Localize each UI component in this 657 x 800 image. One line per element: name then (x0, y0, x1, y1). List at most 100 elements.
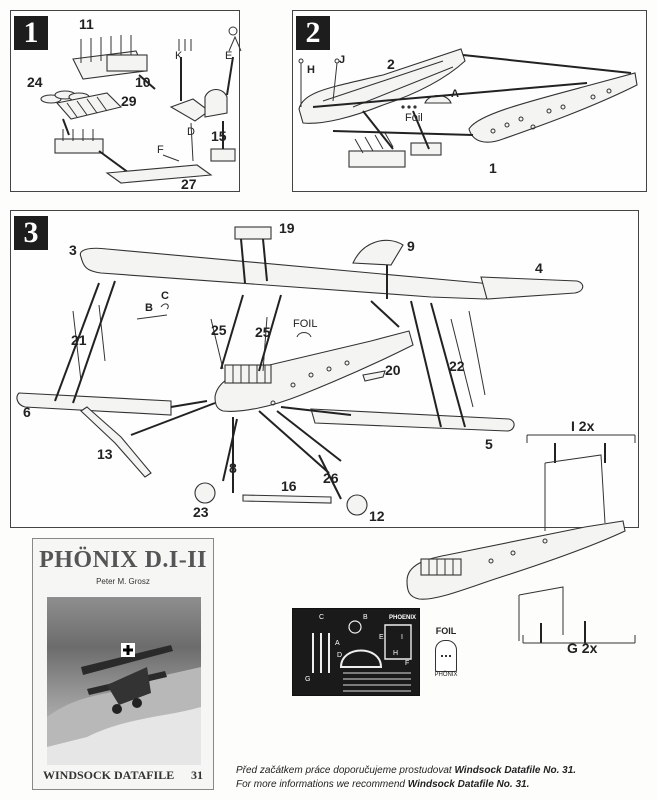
foil-brand: PHÖNIX (434, 672, 458, 678)
arrow-f (162, 154, 180, 162)
part-label-1: 1 (489, 160, 497, 176)
step-2-badge: 2 (296, 16, 330, 50)
photo-etch-brand: PHOENIX (389, 615, 416, 621)
step-1-panel: 1 11 10 24 29 27 (10, 10, 242, 192)
foil-title: FOIL (435, 626, 457, 636)
part-label-25a: 25 (211, 322, 227, 338)
foil-label-2: Foil (405, 112, 423, 124)
step-2-panel: 2 Foil A H J 2 1 (292, 10, 647, 192)
detail-label-g: G 2x (567, 640, 598, 656)
part-label-k: K (175, 50, 183, 62)
detail-holes (488, 538, 548, 564)
strut-22 (450, 310, 486, 408)
book-cover: PHÖNIX D.I-II Peter M. Grosz WINDSOCK DA… (32, 538, 214, 790)
part-label-3: 3 (69, 242, 77, 258)
part-label-23: 23 (193, 504, 209, 520)
arrow-3-25a (220, 294, 244, 370)
fret-letter-a: A (335, 640, 340, 647)
part-10-11-drawing (72, 35, 148, 80)
fret-letter-h: H (393, 650, 398, 657)
part-label-16: 16 (281, 478, 297, 494)
engine-block-drawing (54, 129, 104, 154)
strut-21 (72, 304, 106, 382)
book-title: PHÖNIX D.I-II (39, 547, 207, 573)
arrow-3-22b (430, 302, 466, 428)
arrow-24 (62, 118, 70, 136)
part-24-29-drawing (40, 90, 123, 120)
book-number: 31 (191, 768, 203, 782)
part-label-29: 29 (121, 93, 137, 109)
part-label-24: 24 (27, 74, 43, 90)
part-6-lower-wing (16, 392, 172, 416)
part-label-19: 19 (279, 220, 295, 236)
aircraft-photo (47, 643, 201, 765)
fret-letter-d: D (337, 652, 342, 659)
gear-26 (318, 454, 342, 500)
arrow-3-19a (240, 238, 246, 284)
strut-25-left (210, 318, 224, 370)
wheel-23 (194, 482, 216, 504)
part-label-15: 15 (211, 128, 227, 144)
part-label-b: B (145, 302, 153, 314)
arrow-3-21b (72, 280, 116, 404)
arrow-3-6 (170, 400, 208, 408)
arrow-3-26 (258, 410, 330, 474)
arrow-2-1 (462, 54, 632, 74)
fret-letter-f: F (405, 660, 409, 667)
part-label-10: 10 (135, 74, 151, 90)
part-label-e: E (225, 50, 232, 62)
arrow-d (190, 122, 194, 162)
step-2-diagram: Foil A H J 2 1 (298, 48, 638, 176)
book-footer: WINDSOCK DATAFILE 31 (43, 768, 203, 783)
arrow-10 (138, 74, 156, 90)
part-label-2: 2 (387, 56, 395, 72)
engine-cylinders (224, 364, 272, 384)
part-label-20: 20 (385, 362, 401, 378)
fret-letter-c: C (319, 614, 324, 621)
arrow-engine (98, 150, 130, 174)
recommendation-note: Před začátkem práce doporučujeme prostud… (236, 764, 576, 792)
fret-letter-g: G (305, 676, 310, 683)
arrow-3-8 (222, 418, 238, 482)
part-label-4: 4 (535, 260, 543, 276)
part-4-wing-tip (480, 276, 584, 300)
part-label-22: 22 (449, 358, 465, 374)
fret-letter-i: I (401, 634, 403, 641)
strut-detail-diagram: I 2x G 2x (406, 418, 636, 656)
detail-label-i: I 2x (571, 418, 595, 434)
fuselage-holes (490, 88, 612, 134)
part-label-25b: 25 (255, 324, 271, 340)
arrow-2-2 (312, 82, 588, 108)
strut-25-right (262, 316, 268, 372)
note-czech: Před začátkem práce doporučujeme prostud… (236, 765, 577, 776)
arrow-3-5 (280, 406, 352, 416)
fret-letter-e: E (379, 634, 384, 641)
photo-etch-fret: PHOENIX C B A E D F G H I (292, 608, 420, 696)
part-label-6: 6 (23, 404, 31, 420)
step-3-diagram: FOIL B C 19 3 9 4 25 25 21 22 20 6 13 8 … (16, 220, 584, 524)
strut-g-frame (518, 586, 564, 641)
strut-detail-area: I 2x G 2x (395, 415, 639, 705)
engine-subassembly-drawing (348, 132, 442, 168)
part-label-26: 26 (323, 470, 339, 486)
part-label-11: 11 (79, 16, 94, 32)
book-photo (47, 597, 201, 765)
part-label-h: H (307, 64, 315, 76)
part-label-12: 12 (369, 508, 385, 524)
part-20-drawing (362, 370, 386, 382)
step-3-badge: 3 (14, 216, 48, 250)
part-9-drawing (352, 239, 404, 266)
part-label-5: 5 (485, 436, 493, 452)
step-3-panel: 3 (10, 210, 639, 528)
part-label-21: 21 (71, 332, 87, 348)
arrow-3-21a (54, 282, 100, 402)
note-english: For more informations we recommend Winds… (236, 779, 530, 790)
foil-piece (401, 105, 417, 109)
detail-engine (420, 558, 462, 576)
book-series: WINDSOCK DATAFILE (43, 768, 175, 782)
part-16-axle (242, 494, 332, 504)
arrow-3-22a (410, 300, 442, 428)
part-label-c: C (161, 290, 169, 302)
step-1-diagram: 11 10 24 29 27 K (27, 16, 242, 192)
arrow-e (226, 56, 234, 96)
